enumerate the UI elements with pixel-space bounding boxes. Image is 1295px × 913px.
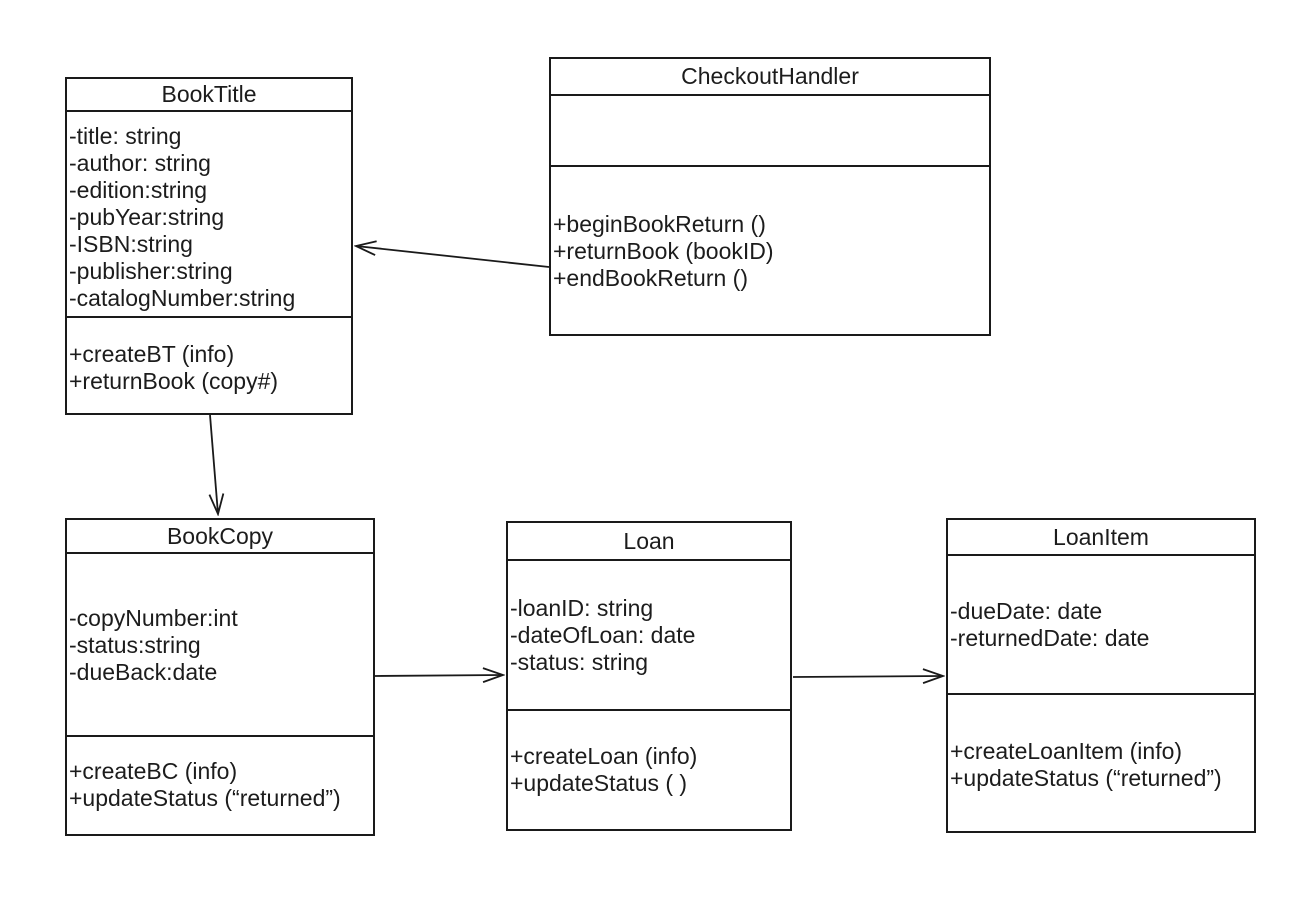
class-loan-name: Loan [508, 523, 790, 561]
attribute: -dueDate: date [950, 598, 1103, 624]
attribute: -title: string [69, 123, 182, 149]
association-arrow-checkouthandler-to-booktitle [356, 246, 550, 268]
attribute: -dueBack:date [69, 659, 218, 685]
method: +returnBook (copy#) [69, 368, 279, 394]
method: +createLoan (info) [510, 743, 698, 769]
class-bookcopy: BookCopy -copyNumber:int -status:string … [65, 518, 375, 836]
attribute: -author: string [69, 150, 211, 176]
attribute: -dateOfLoan: date [510, 622, 696, 648]
method: +createBT (info) [69, 341, 235, 367]
attribute: -status: string [510, 649, 649, 675]
class-bookcopy-attributes: -copyNumber:int -status:string -dueBack:… [67, 554, 373, 737]
method: +createLoanItem (info) [950, 738, 1183, 764]
class-loan-attributes: -loanID: string -dateOfLoan: date -statu… [508, 561, 790, 711]
association-arrow-booktitle-to-bookcopy [210, 414, 218, 514]
class-checkouthandler-attributes [551, 96, 989, 167]
class-booktitle-name: BookTitle [67, 79, 351, 112]
association-arrow-bookcopy-to-loan [374, 675, 503, 676]
class-loan: Loan -loanID: string -dateOfLoan: date -… [506, 521, 792, 831]
class-booktitle: BookTitle -title: string -author: string… [65, 77, 353, 415]
class-loanitem-attributes: -dueDate: date -returnedDate: date [948, 556, 1254, 695]
attribute: -status:string [69, 632, 201, 658]
class-booktitle-attributes: -title: string -author: string -edition:… [67, 112, 351, 318]
class-loanitem-name: LoanItem [948, 520, 1254, 556]
attribute: -loanID: string [510, 595, 654, 621]
attribute: -ISBN:string [69, 231, 193, 257]
class-booktitle-methods: +createBT (info) +returnBook (copy#) [67, 318, 351, 395]
method: +createBC (info) [69, 758, 238, 784]
association-arrow-loan-to-loanitem [792, 676, 943, 677]
method: +updateStatus (“returned”) [69, 785, 341, 811]
method: +returnBook (bookID) [553, 238, 774, 264]
attribute: -edition:string [69, 177, 208, 203]
class-checkouthandler-name: CheckoutHandler [551, 59, 989, 96]
method: +updateStatus ( ) [510, 770, 688, 796]
class-bookcopy-name: BookCopy [67, 520, 373, 554]
class-loanitem: LoanItem -dueDate: date -returnedDate: d… [946, 518, 1256, 833]
class-loan-methods: +createLoan (info) +updateStatus ( ) [508, 711, 790, 797]
class-checkouthandler-methods: +beginBookReturn () +returnBook (bookID)… [551, 167, 989, 292]
attribute: -returnedDate: date [950, 625, 1150, 651]
class-bookcopy-methods: +createBC (info) +updateStatus (“returne… [67, 737, 373, 812]
attribute: -catalogNumber:string [69, 285, 296, 311]
attribute: -copyNumber:int [69, 605, 238, 631]
method: +updateStatus (“returned”) [950, 765, 1222, 791]
attribute: -publisher:string [69, 258, 233, 284]
class-checkouthandler: CheckoutHandler +beginBookReturn () +ret… [549, 57, 991, 336]
attribute: -pubYear:string [69, 204, 225, 230]
method: +beginBookReturn () [553, 211, 766, 237]
method: +endBookReturn () [553, 265, 748, 291]
class-loanitem-methods: +createLoanItem (info) +updateStatus (“r… [948, 695, 1254, 792]
